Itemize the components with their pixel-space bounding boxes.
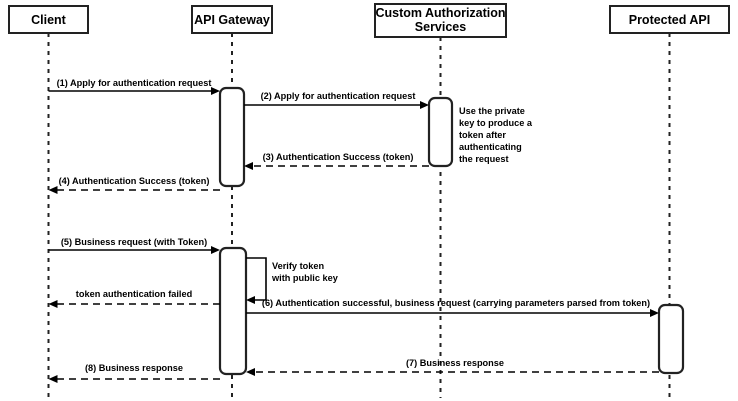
message-7-label: (7) Business response <box>406 358 504 368</box>
message-5-label: (5) Business request (with Token) <box>61 237 207 247</box>
message-7[interactable]: (7) Business response <box>246 358 659 376</box>
message-3[interactable]: (3) Authentication Success (token) <box>244 152 429 170</box>
activation-api-gateway-business <box>218 246 248 376</box>
message-8[interactable]: (8) Business response <box>48 363 221 383</box>
message-6-arrowhead <box>650 309 659 317</box>
note-private-key-line-3: token after <box>459 130 506 140</box>
message-8-arrowhead <box>48 375 58 383</box>
message-token-authentication-failed[interactable]: token authentication failed <box>48 289 221 308</box>
participant-label-protected-api: Protected API <box>629 13 711 27</box>
note-private-key-line-2: key to produce a <box>459 118 533 128</box>
self-message-verify-token-line <box>246 257 267 301</box>
message-2[interactable]: (2) Apply for authentication request <box>244 91 429 109</box>
message-7-arrowhead <box>246 368 255 376</box>
activation-api-gateway-auth <box>218 86 246 188</box>
note-private-key-line-4: authenticating <box>459 142 522 152</box>
message-3-arrowhead <box>244 162 253 170</box>
message-5[interactable]: (5) Business request (with Token) <box>48 237 221 254</box>
note-private-key: Use the private key to produce a token a… <box>459 106 533 164</box>
message-4-arrowhead <box>48 186 58 194</box>
activation-custom-authorization-services <box>427 96 454 168</box>
message-1[interactable]: (1) Apply for authentication request <box>48 78 221 95</box>
message-1-arrowhead <box>211 87 220 95</box>
participant-box-protected-api <box>609 5 730 34</box>
message-6[interactable]: (6) Authentication successful, business … <box>246 298 659 317</box>
participant-protected-api[interactable]: Protected API <box>609 5 730 34</box>
message-token-authentication-failed-label: token authentication failed <box>76 289 192 299</box>
note-verify-token-line-1: Verify token <box>272 261 324 271</box>
note-private-key-line-1: Use the private <box>459 106 525 116</box>
message-3-label: (3) Authentication Success (token) <box>263 152 414 162</box>
participant-client[interactable]: Client <box>8 5 89 34</box>
self-message-verify-token[interactable]: Verify token with public key <box>246 257 339 304</box>
participant-api-gateway[interactable]: API Gateway <box>191 5 273 34</box>
participant-custom-authorization-services[interactable]: Custom Authorization Services <box>374 3 507 38</box>
participant-label-client: Client <box>31 13 67 27</box>
message-6-label: (6) Authentication successful, business … <box>262 298 650 308</box>
participant-label-custom-authorization-services-line1: Custom Authorization <box>375 6 505 20</box>
participant-label-custom-authorization-services-line2: Services <box>415 20 466 34</box>
message-5-arrowhead <box>211 246 220 254</box>
message-1-label: (1) Apply for authentication request <box>57 78 212 88</box>
message-token-authentication-failed-arrowhead <box>48 300 58 308</box>
message-2-arrowhead <box>420 101 429 109</box>
message-8-label: (8) Business response <box>85 363 183 373</box>
note-private-key-line-5: the request <box>459 154 509 164</box>
note-verify-token-line-2: with public key <box>271 273 339 283</box>
message-2-label: (2) Apply for authentication request <box>261 91 416 101</box>
self-message-verify-token-arrowhead <box>246 296 255 304</box>
message-4-label: (4) Authentication Success (token) <box>59 176 210 186</box>
participant-label-api-gateway: API Gateway <box>194 13 270 27</box>
activation-protected-api <box>657 303 685 375</box>
message-4[interactable]: (4) Authentication Success (token) <box>48 176 221 194</box>
